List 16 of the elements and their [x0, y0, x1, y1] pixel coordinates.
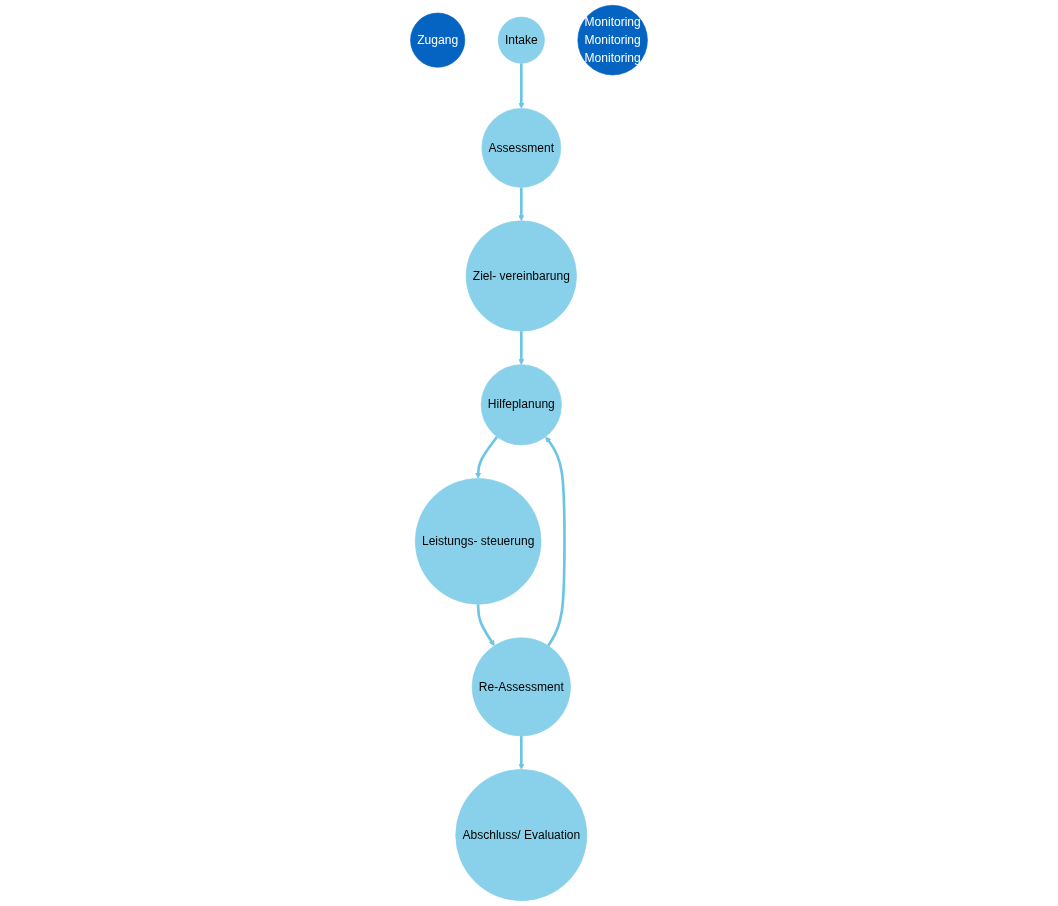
node-circle: Intake	[497, 16, 545, 64]
node-circle: Zugang	[410, 12, 466, 68]
node-circle: Abschluss/ Evaluation	[455, 769, 588, 901]
arrow	[476, 604, 495, 646]
arrow	[518, 187, 525, 222]
node-circle: Assessment	[481, 108, 562, 188]
arrow	[545, 436, 566, 647]
arrow	[518, 736, 525, 770]
arrow	[475, 436, 499, 479]
node-circle: Hilfeplanung	[480, 364, 562, 446]
node-circle: Ziel- vereinbarung	[465, 220, 577, 332]
node-circle: Re-Assessment	[471, 637, 571, 737]
node-circle: Monitoring Monitoring Monitoring	[577, 5, 648, 76]
node-circle: Leistungs- steuerung	[414, 478, 542, 605]
arrow	[518, 63, 525, 109]
arrow	[518, 331, 525, 365]
